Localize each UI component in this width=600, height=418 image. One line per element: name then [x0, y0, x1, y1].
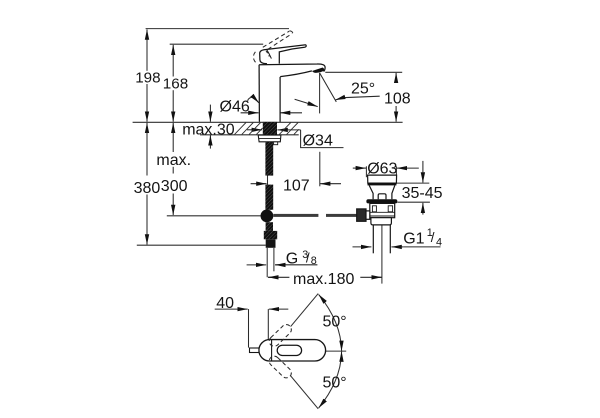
svg-text:/: /: [306, 251, 310, 266]
svg-text:198: 198: [135, 69, 160, 86]
svg-text:380: 380: [134, 180, 161, 197]
svg-text:max.180: max.180: [293, 271, 354, 288]
svg-text:25°: 25°: [351, 80, 375, 97]
svg-text:G: G: [286, 250, 298, 267]
svg-text:8: 8: [311, 255, 317, 267]
svg-text:300: 300: [161, 178, 188, 195]
svg-text:108: 108: [384, 91, 411, 108]
svg-text:/: /: [431, 230, 435, 245]
svg-text:Ø63: Ø63: [367, 161, 397, 178]
svg-text:50°: 50°: [323, 375, 347, 392]
svg-text:4: 4: [436, 236, 442, 248]
svg-text:168: 168: [163, 76, 188, 93]
svg-text:1: 1: [427, 227, 433, 239]
svg-text:50°: 50°: [323, 314, 347, 331]
svg-text:3: 3: [302, 249, 308, 261]
svg-text:Ø34: Ø34: [303, 132, 333, 149]
svg-text:40: 40: [216, 295, 234, 312]
svg-text:max.30: max.30: [182, 121, 235, 138]
svg-text:Ø46: Ø46: [220, 99, 250, 116]
svg-text:G1: G1: [403, 230, 424, 247]
svg-text:107: 107: [283, 177, 310, 194]
svg-text:35-45: 35-45: [402, 185, 443, 202]
svg-text:max.: max.: [156, 152, 191, 169]
